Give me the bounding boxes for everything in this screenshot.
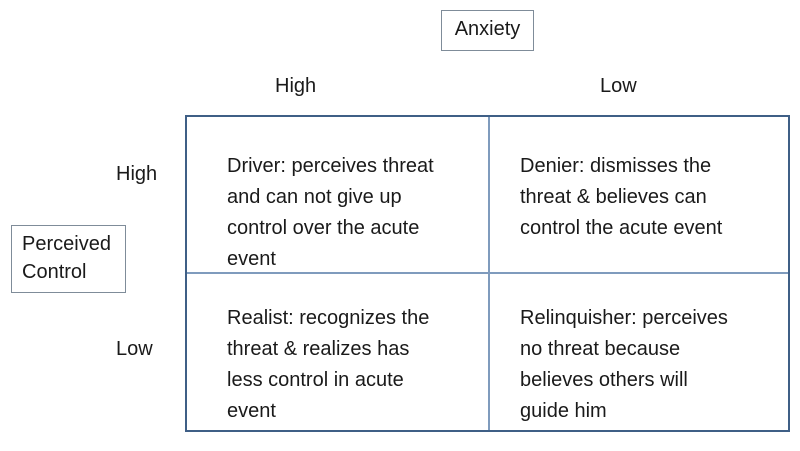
quadrant-relinquisher: Relinquisher: perceives no threat becaus… <box>520 307 728 422</box>
anxiety-low-label: Low <box>600 75 637 97</box>
perceived-control-axis-title: Perceived Control <box>11 225 126 293</box>
horizontal-divider <box>187 272 788 274</box>
quadrant-driver: Driver: perceives threat and can not giv… <box>227 155 434 270</box>
quadrant-realist: Realist: recognizes the threat & realize… <box>227 307 430 422</box>
vertical-divider <box>488 117 490 430</box>
quadrant-grid: Driver: perceives threat and can not giv… <box>185 115 790 432</box>
quadrant-denier: Denier: dismisses the threat & believes … <box>520 155 723 239</box>
control-high-label: High <box>116 163 158 185</box>
control-low-label: Low <box>116 338 153 360</box>
anxiety-high-label: High <box>275 75 317 97</box>
anxiety-axis-title: Anxiety <box>441 10 534 51</box>
